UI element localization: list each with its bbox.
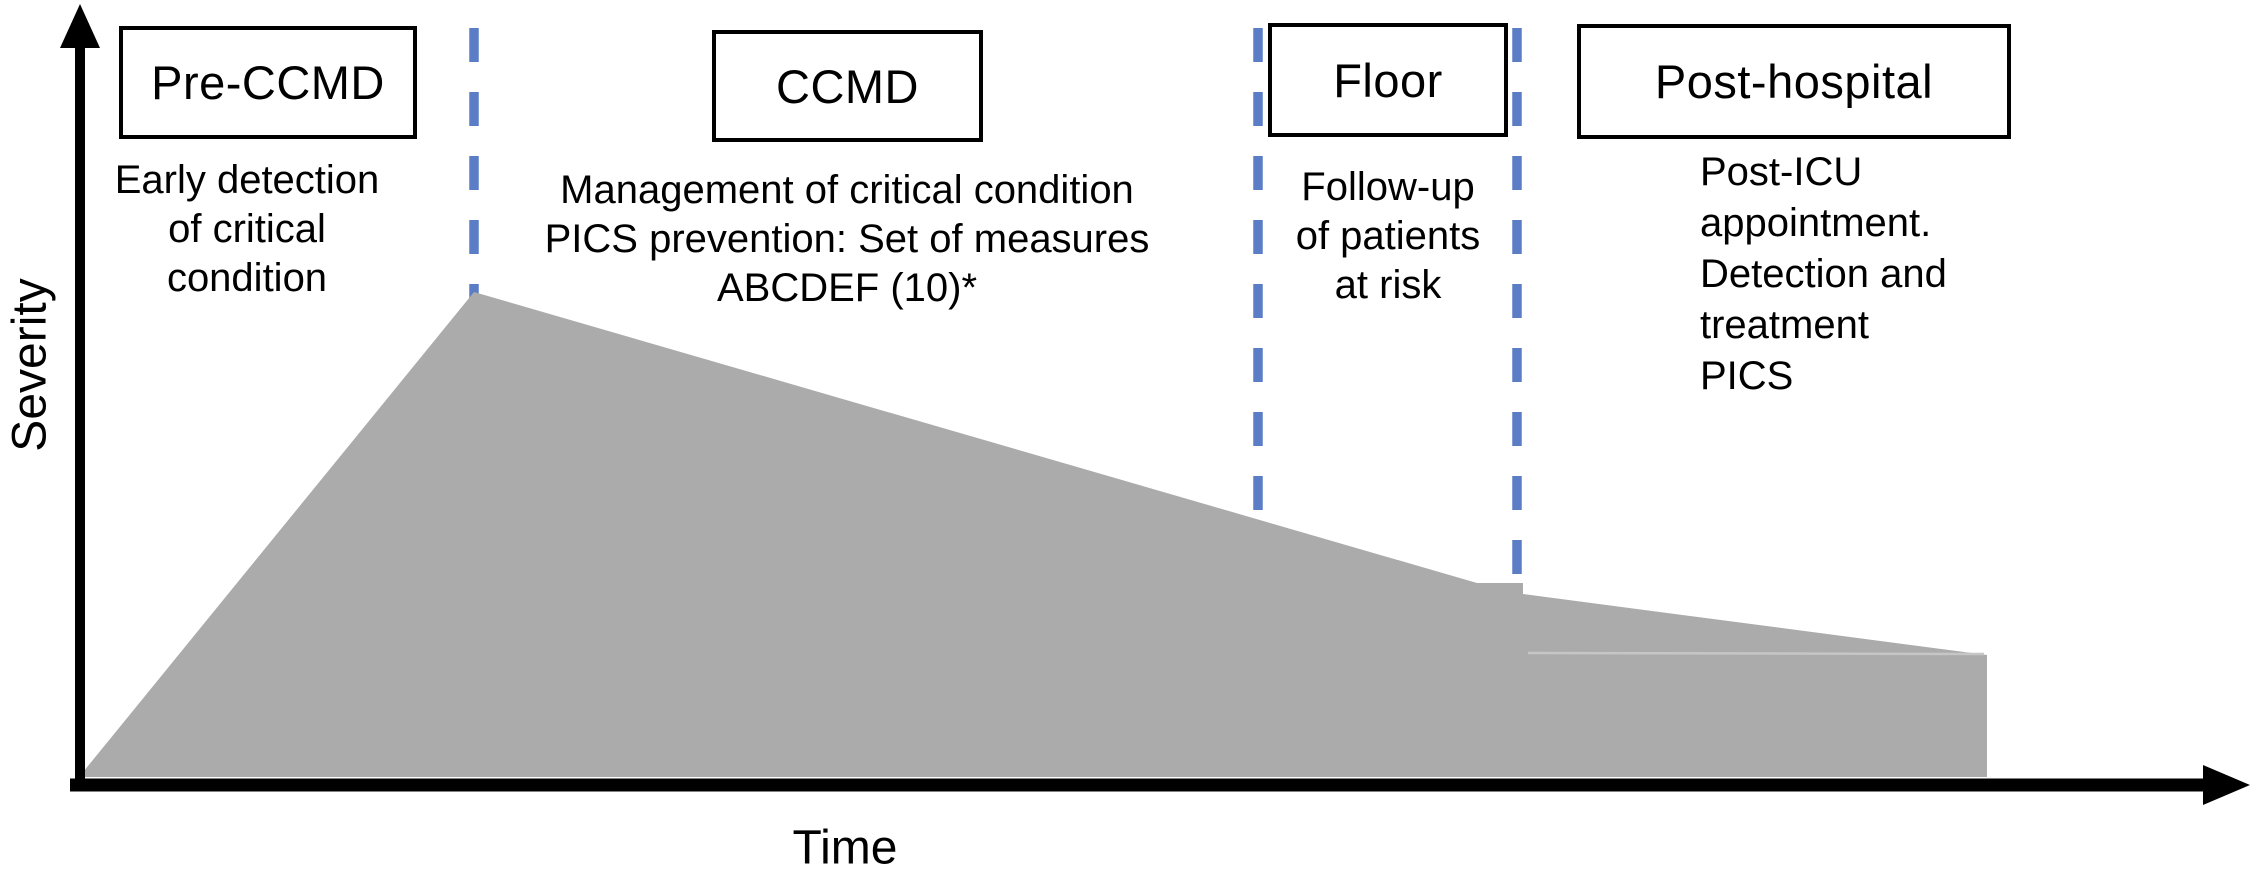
phase-box-floor: Floor <box>1268 23 1508 137</box>
phase-box-ccmd-label: CCMD <box>776 59 919 113</box>
area-seam-line <box>1527 651 1985 656</box>
phase-description-pre-ccmd: Early detection of critical condition <box>114 158 380 300</box>
severity-area-shape <box>79 292 1987 777</box>
phase-description-ccmd: Management of critical condition PICS pr… <box>544 168 1150 310</box>
x-axis-label: Time <box>792 821 898 875</box>
y-axis-arrowhead-icon <box>60 4 100 48</box>
y-axis-label: Severity <box>3 278 57 452</box>
phase-box-post-hospital: Post-hospital <box>1577 24 2011 139</box>
phase-box-pre-ccmd: Pre-CCMD <box>119 26 417 139</box>
phase-description-post-hospital: Post-ICU appointment. Detection and trea… <box>1700 150 1947 398</box>
phase-box-floor-label: Floor <box>1333 53 1443 107</box>
phase-box-pre-ccmd-label: Pre-CCMD <box>151 56 385 109</box>
phase-box-post-hospital-label: Post-hospital <box>1654 55 1934 108</box>
x-axis-arrowhead-icon <box>2203 765 2250 805</box>
phase-description-floor: Follow-up of patients at risk <box>1295 165 1481 307</box>
phase-box-ccmd: CCMD <box>712 30 983 142</box>
